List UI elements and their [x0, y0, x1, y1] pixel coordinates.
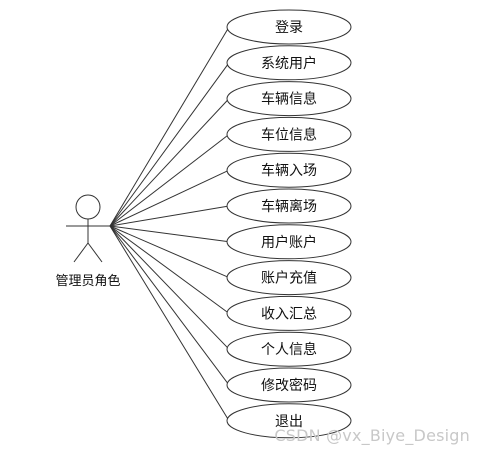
use-case-label: 车辆离场 [261, 198, 317, 215]
use-case-list: 登录系统用户车辆信息车位信息车辆入场车辆离场用户账户账户充值收入汇总个人信息修改… [226, 9, 352, 439]
actor-stick-figure: 管理员角色 [55, 194, 121, 289]
use-case-label: 修改密码 [261, 377, 317, 394]
use-case: 登录 [226, 9, 352, 45]
actor-left-leg [73, 242, 89, 263]
association-line [109, 98, 230, 227]
use-case-ellipse [226, 331, 352, 367]
use-case-ellipse [226, 116, 352, 152]
use-case-ellipse [226, 260, 352, 296]
association-line [109, 225, 230, 350]
use-case: 修改密码 [226, 367, 352, 403]
use-case-label: 车辆信息 [261, 91, 317, 108]
use-case-ellipse [226, 9, 352, 45]
use-case: 车位信息 [226, 116, 352, 152]
association-line [109, 26, 230, 227]
use-case: 个人信息 [226, 331, 352, 367]
use-case-label: 收入汇总 [261, 306, 317, 322]
use-case-ellipse [226, 367, 352, 403]
use-case: 账户充值 [226, 260, 352, 296]
use-case-ellipse [226, 224, 352, 260]
use-case-ellipse [226, 152, 352, 188]
use-case-ellipse [226, 403, 352, 439]
use-case: 收入汇总 [226, 295, 352, 331]
association-line [109, 225, 230, 314]
use-case-label: 个人信息 [261, 341, 317, 358]
use-case: 系统用户 [226, 45, 352, 81]
use-case-label: 车辆入场 [261, 162, 317, 179]
use-case-ellipse [226, 81, 352, 117]
use-case-label: 账户充值 [261, 270, 317, 287]
use-case: 用户账户 [226, 224, 352, 260]
use-case-ellipse [226, 45, 352, 81]
use-case-label: 登录 [275, 20, 303, 36]
use-case-label: 退出 [275, 414, 303, 430]
use-case-label: 车位信息 [261, 126, 317, 143]
use-case-ellipse [226, 295, 352, 331]
use-case: 车辆离场 [226, 188, 352, 224]
actor-right-leg [87, 242, 103, 263]
use-case-ellipse [226, 188, 352, 224]
association-line [109, 225, 230, 279]
use-case: 车辆入场 [226, 152, 352, 188]
use-case: 退出 [226, 403, 352, 439]
use-case: 车辆信息 [226, 81, 352, 117]
actor-head [75, 194, 101, 220]
association-line [109, 225, 230, 386]
association-lines [109, 26, 230, 422]
association-line [109, 169, 230, 227]
association-line [109, 134, 230, 227]
use-case-label: 用户账户 [261, 234, 317, 251]
watermark: CSDN @vx_Biye_Design [274, 426, 470, 445]
association-line [109, 62, 230, 227]
association-line [109, 225, 230, 422]
association-line [109, 205, 230, 227]
use-case-label: 系统用户 [261, 55, 317, 72]
actor-label: 管理员角色 [55, 273, 120, 289]
association-line [109, 225, 230, 243]
